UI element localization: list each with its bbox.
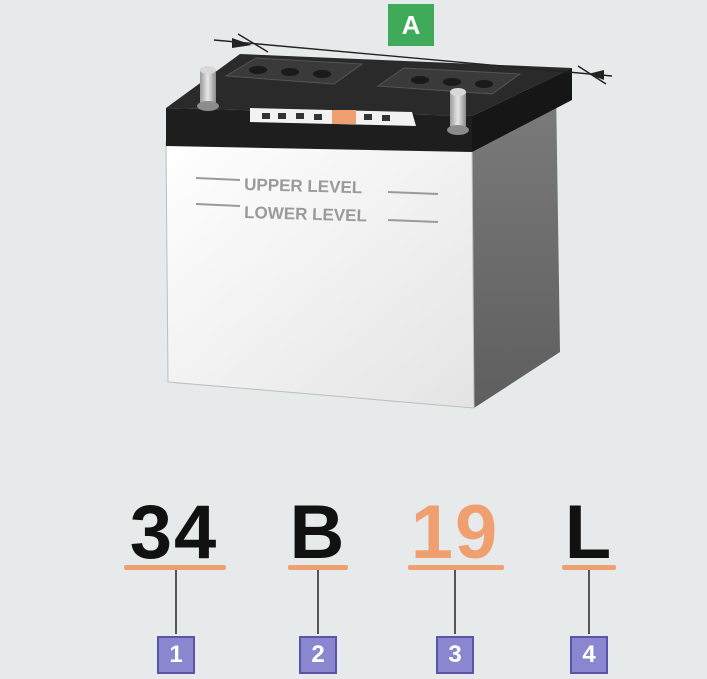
- leader-line-4: [588, 570, 590, 634]
- callout-badge-2: 2: [299, 636, 337, 674]
- underline-2: [288, 565, 348, 570]
- battery-lid-side: [472, 68, 572, 152]
- underline-4: [562, 565, 616, 570]
- code-group-size: 34: [129, 490, 219, 575]
- battery-side-face: [472, 86, 560, 408]
- dimension-label-a: A: [388, 4, 434, 46]
- callout-badge-4: 4: [570, 636, 608, 674]
- lid-label-marks: [262, 113, 390, 121]
- code-terminal-position: L: [564, 490, 614, 575]
- callout-badge-3: 3: [436, 636, 474, 674]
- level-lines: [195, 177, 439, 223]
- underline-1: [124, 565, 226, 570]
- upper-level-label: UPPER LEVEL: [244, 175, 363, 197]
- underline-3: [408, 565, 504, 570]
- terminal-left: [197, 66, 219, 111]
- leader-line-2: [317, 570, 319, 634]
- dimension-arrows: [232, 38, 604, 80]
- terminal-right: [447, 88, 469, 135]
- lid-label-highlight: [332, 110, 356, 124]
- leader-line-1: [175, 570, 177, 634]
- code-length: 19: [410, 490, 500, 575]
- vent-plugs: [249, 66, 493, 88]
- code-terminal-type: B: [289, 490, 347, 575]
- callout-badge-1: 1: [157, 636, 195, 674]
- lower-level-label: LOWER LEVEL: [244, 203, 367, 225]
- leader-line-3: [454, 570, 456, 634]
